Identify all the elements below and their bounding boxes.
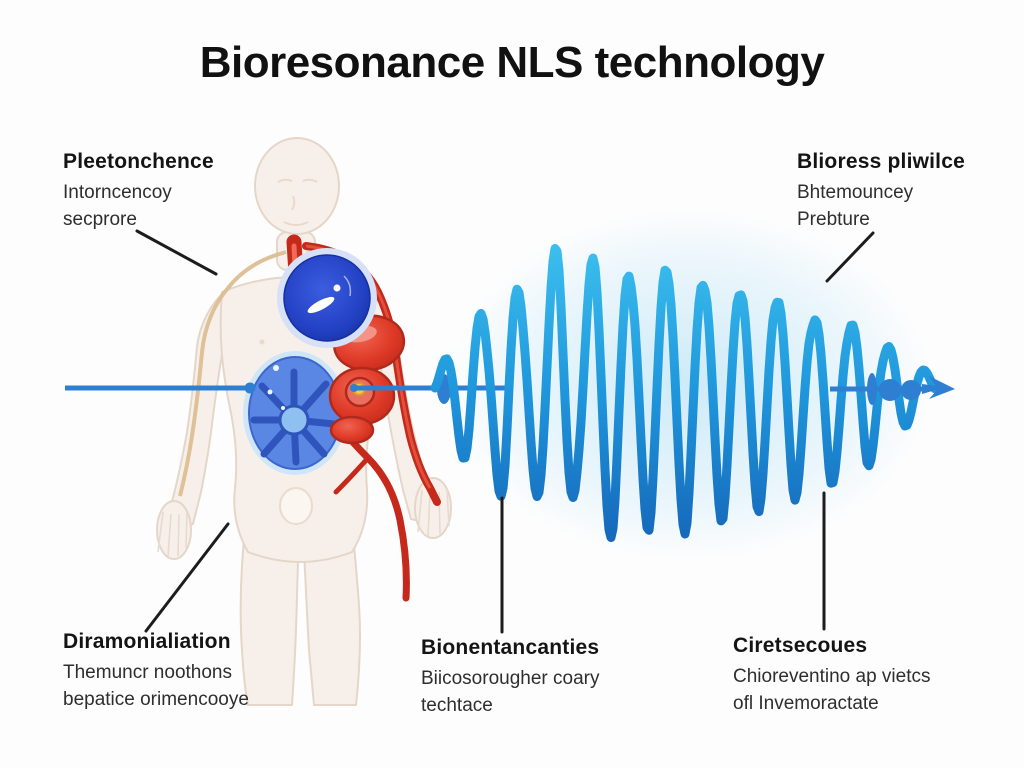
beam-blob xyxy=(901,380,921,400)
abdomen-droplet xyxy=(281,406,285,410)
sphere-spark xyxy=(307,296,335,314)
label-bottom-middle-heading: Bionentancanties xyxy=(421,636,600,659)
label-top-right-line2: Prebture xyxy=(797,209,870,230)
label-top-left-line1: Intorncencoy xyxy=(63,182,172,203)
label-bottom-right-heading: Ciretsecoues xyxy=(733,634,868,657)
nerve-line xyxy=(178,250,287,497)
beam-dot xyxy=(244,382,256,394)
signal-beam-end xyxy=(830,373,955,405)
label-top-left-line2: secprore xyxy=(63,209,137,230)
bladder-shape xyxy=(279,487,313,525)
label-top-left: Pleetonchence Intorncencoy secprore xyxy=(63,150,214,233)
sphere-arc xyxy=(343,275,352,297)
label-bottom-left-line2: bepatice orimencooye xyxy=(63,689,249,710)
beam-blob xyxy=(867,373,877,405)
label-top-right: Blioress pliwilce Bhtemouncey Prebture xyxy=(797,150,965,233)
beam-dot xyxy=(350,384,358,392)
beam-arrowhead-icon xyxy=(929,376,955,399)
abdomen-organ xyxy=(243,351,347,475)
label-bottom-middle: Bionentancanties Biicosorougher coary te… xyxy=(421,636,599,719)
abdomen-droplet xyxy=(273,365,279,371)
annotation-lines xyxy=(135,229,875,634)
annotation-line-top-left xyxy=(135,229,218,276)
annotation-line-bottom-left xyxy=(144,522,230,633)
hand-left xyxy=(156,500,192,560)
bioresonance-wave xyxy=(430,244,940,542)
label-bottom-right-line1: Chioreventino ap vietcs xyxy=(733,666,931,687)
annotation-line-top-right xyxy=(825,231,875,283)
label-bottom-left: Diramonialiation Themuncr noothons bepat… xyxy=(63,630,249,713)
hand-right xyxy=(414,477,452,539)
hand-right-fingers xyxy=(417,487,450,537)
vessel-branch xyxy=(333,455,371,495)
abdomen-droplet xyxy=(267,389,273,395)
face-details xyxy=(277,178,318,226)
body-mark xyxy=(259,339,265,345)
sphere-dot xyxy=(333,284,341,292)
leg-right xyxy=(301,520,361,706)
leg-left xyxy=(239,518,301,706)
hand-left-fingers xyxy=(157,511,188,557)
head xyxy=(254,137,340,235)
label-bottom-left-line1: Themuncr noothons xyxy=(63,662,232,683)
label-bottom-middle-line2: techtace xyxy=(421,695,493,716)
label-bottom-middle-line1: Biicosorougher coary xyxy=(421,668,600,689)
label-top-right-line1: Bhtemouncey xyxy=(797,182,914,203)
label-bottom-right: Ciretsecoues Chioreventino ap vietcs ofl… xyxy=(733,634,931,717)
label-top-left-heading: Pleetonchence xyxy=(63,150,214,173)
organ-small xyxy=(329,415,375,445)
page-title: Bioresonance NLS technology xyxy=(199,38,825,87)
label-bottom-right-line2: ofl Invemoractate xyxy=(733,693,879,714)
label-top-right-heading: Blioress pliwilce xyxy=(797,150,965,173)
cell-sphere xyxy=(277,248,377,348)
abdomen-hub xyxy=(278,404,310,436)
label-bottom-left-heading: Diramonialiation xyxy=(63,630,231,653)
beam-blob xyxy=(879,379,901,401)
